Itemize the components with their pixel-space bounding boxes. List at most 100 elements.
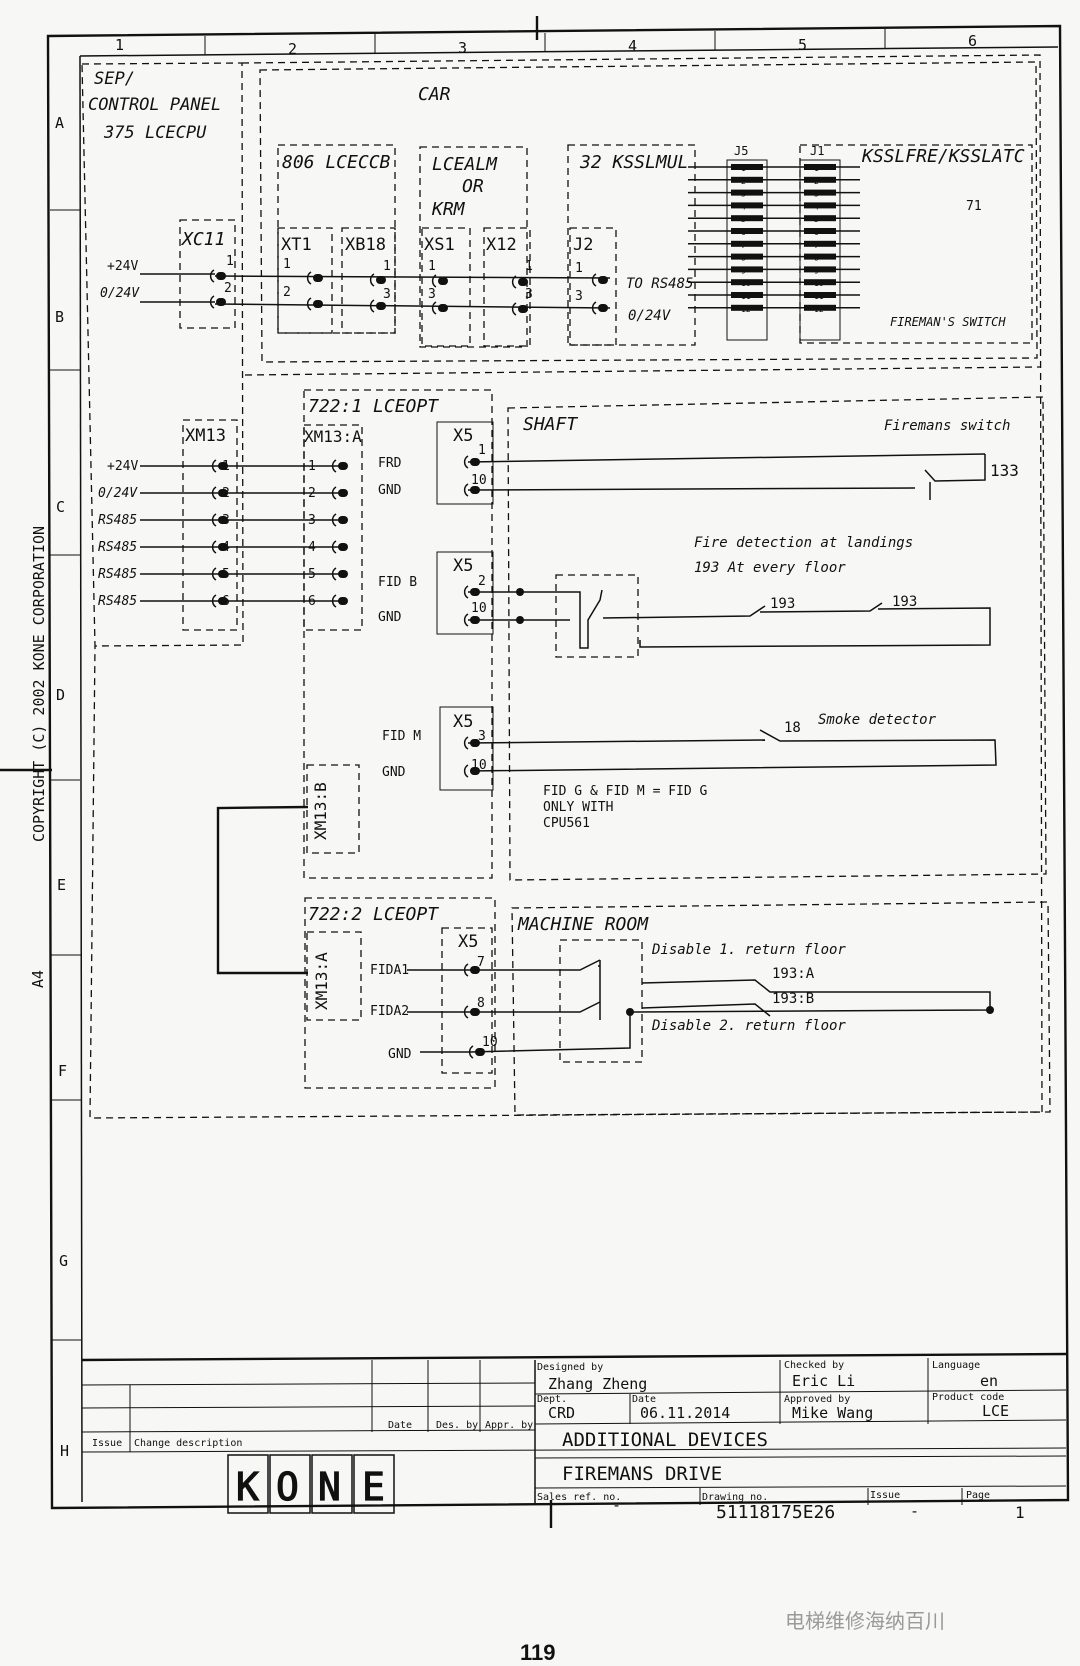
row-label: D (56, 686, 65, 704)
designed-by-value: Zhang Zheng (548, 1375, 647, 1393)
switch-193-label: 193 (892, 594, 917, 610)
j5-label: J5 (734, 144, 748, 158)
designed-by-label: Designed by (537, 1362, 603, 1373)
bus-pin-number: 10 (814, 279, 824, 288)
to-rs485-label: TO RS485 (626, 276, 693, 292)
xc11-connector (179, 219, 236, 329)
opt1-xm13b-label: XM13:B (311, 782, 330, 840)
page-value: 1 (1015, 1503, 1025, 1522)
drawing-title-1: ADDITIONAL DEVICES (562, 1429, 768, 1451)
opt1-xm13a-connector (303, 424, 363, 631)
pin-number: 2 (283, 285, 291, 300)
pin-number: 3 (525, 287, 533, 302)
firemans-switch-label: FIREMAN'S SWITCH (890, 315, 1006, 329)
plug-glyph (376, 276, 386, 284)
pin-number: 1 (383, 259, 391, 274)
plug-glyph (470, 616, 480, 624)
plug-glyph (598, 304, 608, 312)
socket-glyph (211, 567, 217, 581)
machine-room-section: MACHINE ROOM Disable 1. return floor Dis… (511, 901, 1051, 1116)
title-block: Issue Change description Date Des. by Ap… (81, 1352, 1067, 1523)
cp-title: CONTROL PANEL (88, 95, 221, 115)
socket-glyph (591, 273, 597, 287)
pin-number: 2 (478, 574, 486, 589)
lcealm-label: LCEALM (432, 154, 498, 175)
sales-ref-label: Sales ref. no. (537, 1492, 621, 1503)
signal-label: RS485 (98, 540, 137, 555)
socket-glyph (331, 594, 337, 608)
pin-number: 10 (471, 473, 487, 488)
issue-label: Issue (870, 1490, 900, 1501)
socket-glyph (463, 764, 469, 778)
socket-glyph (331, 486, 337, 500)
column-label: 3 (458, 39, 467, 57)
socket-glyph (369, 299, 375, 313)
svg-text:E: E (362, 1465, 385, 1509)
language-value: en (980, 1372, 998, 1390)
opt2-x5-connector (441, 927, 493, 1074)
svg-text:N: N (318, 1465, 341, 1509)
j1-label: J1 (810, 144, 824, 158)
smoke-detector-label: Smoke detector (818, 712, 937, 728)
x5-label: X5 (453, 426, 473, 446)
frd-label: FRD (378, 456, 402, 471)
plug-glyph (598, 276, 608, 284)
sales-ref-value: - (612, 1496, 621, 1514)
socket-glyph (331, 513, 337, 527)
bus-pin-number: 9 (814, 266, 819, 275)
plug-glyph (218, 543, 228, 551)
xm13-connector (182, 419, 238, 631)
plug-glyph (338, 570, 348, 578)
bus-pin (731, 228, 763, 234)
x12-label: X12 (486, 235, 517, 255)
plug-glyph (216, 272, 226, 280)
plug-glyph (518, 305, 528, 313)
signal-label: RS485 (98, 567, 137, 582)
socket-glyph (591, 301, 597, 315)
socket-glyph (511, 302, 517, 316)
plug-glyph (338, 489, 348, 497)
lcealm-label: OR (462, 176, 484, 197)
bus-pin (804, 176, 836, 183)
socket-glyph (463, 1005, 469, 1019)
bus-pin (731, 266, 763, 273)
pin-number: 2 (224, 281, 232, 296)
lceopt1-section: 722:1 LCEOPT XM13:A 1 2 3 4 5 6 XM13:B (303, 389, 493, 879)
bus-pin-number: 6 (741, 228, 746, 237)
pin-number: 1 (226, 254, 234, 269)
plug-glyph (338, 543, 348, 551)
pin-number: 1 (575, 261, 583, 276)
dept-value: CRD (548, 1404, 575, 1422)
bus-pin (804, 292, 836, 298)
socket-glyph (463, 736, 469, 750)
socket-glyph (463, 963, 469, 977)
socket-glyph (211, 486, 217, 500)
bus-pin-number: 5 (741, 215, 746, 224)
socket-glyph (369, 273, 375, 287)
bus-pin (731, 240, 763, 247)
pin-number: 3 (383, 287, 391, 302)
bus-pin (804, 279, 836, 286)
gnd-label: GND (378, 610, 402, 625)
j5-connector (726, 159, 768, 341)
signal-label: 0/24V (98, 486, 138, 501)
svg-text:K: K (236, 1465, 259, 1509)
plug-glyph (470, 486, 480, 494)
s193b-label: 193:B (772, 991, 814, 1007)
bus-pin (804, 266, 836, 273)
connector-glyphs (209, 269, 608, 1059)
gnd-label: GND (388, 1047, 412, 1062)
change-header: Change description (134, 1438, 242, 1449)
date-label: Date (632, 1394, 656, 1405)
socket-glyph (209, 269, 215, 283)
bus-pin (731, 164, 763, 170)
shaft-x5-fid-connector (436, 551, 494, 635)
plug-glyph (470, 966, 480, 974)
opt2-title: 722:2 LCEOPT (308, 904, 439, 925)
row-label: A (55, 114, 64, 132)
pin-number: 1 (283, 257, 291, 272)
plug-glyph (470, 588, 480, 596)
signal-label: 0/24V (100, 286, 140, 301)
switch-71-label: 71 (966, 199, 982, 214)
bus-pin-number: 7 (814, 241, 819, 250)
